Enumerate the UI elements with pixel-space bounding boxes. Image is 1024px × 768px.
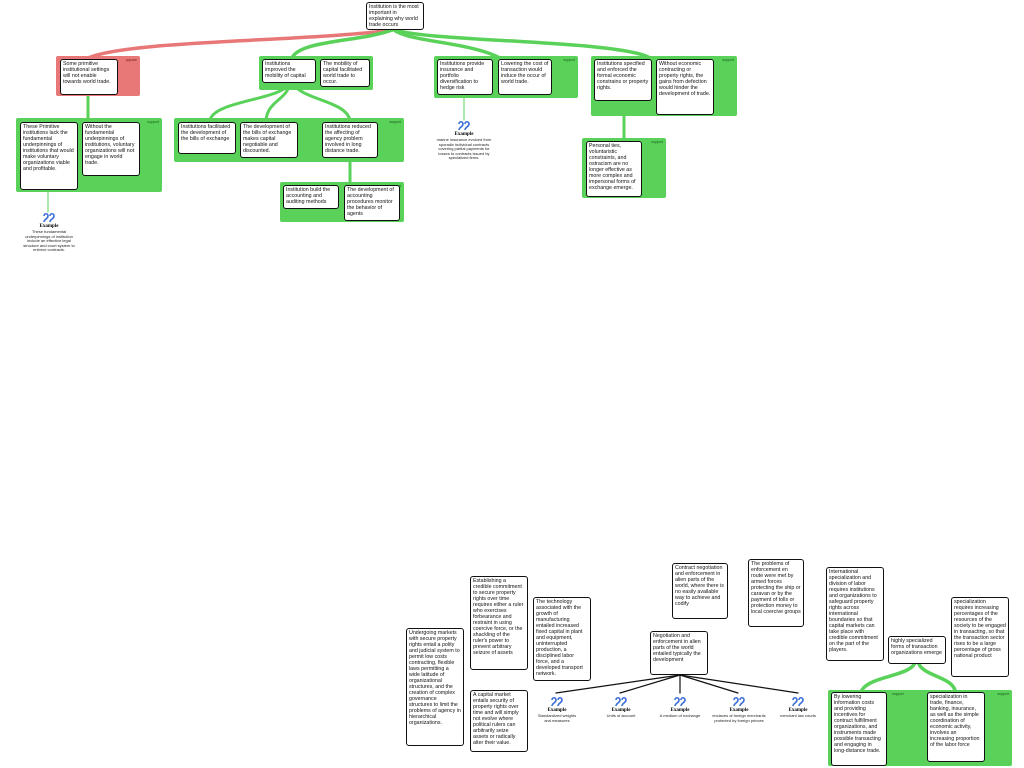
node-inst-reduced[interactable]: Institutions reduced the affecting of ag… xyxy=(322,122,378,158)
node-inst-insurance[interactable]: Institutions provide insurance and portf… xyxy=(437,59,493,95)
example-enclaves[interactable]: Example enclaves of foreign merchants pr… xyxy=(710,696,768,723)
link-neg-ex1 xyxy=(555,674,681,694)
node-spec-requires[interactable]: specialization requires increasing perce… xyxy=(951,597,1009,677)
support-label: support xyxy=(892,692,904,696)
example-text: enclaves of foreign merchants protected … xyxy=(712,713,766,723)
node-problems[interactable]: The problems of enforcement en route wer… xyxy=(748,559,804,627)
link-root-some-primitive xyxy=(86,28,394,60)
node-bills-dev[interactable]: The development of the bills of exchange… xyxy=(240,122,298,158)
node-lowering[interactable]: Lowering the cost of transaction would i… xyxy=(498,59,552,95)
node-technology[interactable]: The technology associated with the growt… xyxy=(533,597,591,681)
link-root-specified xyxy=(394,28,652,60)
example-title: Example xyxy=(670,708,690,713)
node-inst-specified[interactable]: Institutions specified and enforced the … xyxy=(594,59,652,101)
oppose-label: oppose xyxy=(125,58,137,62)
support-label: support xyxy=(997,692,1009,696)
example-icon xyxy=(674,696,686,707)
node-undergoing[interactable]: Undergoing markets with secure property … xyxy=(406,628,464,746)
link-root-insurance xyxy=(392,28,502,60)
node-without-economic[interactable]: Without economic contracting or property… xyxy=(656,59,714,115)
example-title: Example xyxy=(788,708,808,713)
example-icon xyxy=(43,212,55,223)
example-icon xyxy=(458,120,470,131)
example-law-courts[interactable]: Example merchant law courts xyxy=(772,696,824,719)
example-icon xyxy=(733,696,745,707)
example-title: Example xyxy=(547,708,567,713)
example-insurance[interactable]: Example marine insurance evolved from sp… xyxy=(436,120,492,161)
node-without-fundamental[interactable]: Without the fundamental underpinnings of… xyxy=(82,122,140,176)
node-international[interactable]: International specialization and divisio… xyxy=(826,567,884,661)
link-highly-bylowering xyxy=(860,660,917,692)
node-negotiation[interactable]: Negotiation and enforcement in alien par… xyxy=(650,631,708,675)
link-root-inst-improved xyxy=(290,28,394,60)
support-label: support xyxy=(563,58,575,62)
link-neg-ex4 xyxy=(679,674,739,694)
example-text: merchant law courts xyxy=(780,713,816,718)
example-primitive[interactable]: Example These fundamental underpinnings … xyxy=(22,212,76,253)
node-these-primitive[interactable]: These Primitive institutions lack the fu… xyxy=(20,122,78,190)
link-neg-ex2 xyxy=(619,674,681,694)
example-units[interactable]: Example Units of account xyxy=(598,696,644,719)
node-inst-improved[interactable]: Institutions improved the mobility of ca… xyxy=(262,59,316,83)
node-some-primitive[interactable]: Some primitive institutional settings wi… xyxy=(60,59,118,95)
support-label: support xyxy=(651,140,663,144)
node-establishing[interactable]: Establishing a credible commitment to se… xyxy=(470,576,528,670)
example-icon xyxy=(551,696,563,707)
node-spec-in-trade[interactable]: specialization in trade, finance, bankin… xyxy=(927,692,985,762)
example-title: Example xyxy=(454,132,474,137)
example-title: Example xyxy=(729,708,749,713)
example-title: Example xyxy=(611,708,631,713)
root-claim[interactable]: Institution is the most important in exp… xyxy=(366,2,424,30)
example-weights[interactable]: Example Standardized weights and measure… xyxy=(534,696,580,723)
node-proc-dev[interactable]: The development of accounting procedures… xyxy=(344,185,400,221)
node-inst-build[interactable]: Institution build the accounting and aud… xyxy=(283,185,339,209)
node-by-lowering[interactable]: By lowering information costs and provid… xyxy=(831,692,887,766)
node-mobility-facilitated[interactable]: The mobility of capital facilitated worl… xyxy=(320,59,370,87)
link-neg-ex5 xyxy=(679,674,799,694)
example-medium[interactable]: Example A medium of exchange xyxy=(652,696,708,719)
node-capital-market[interactable]: A capital market entails security of pro… xyxy=(470,690,528,752)
node-personal-ties[interactable]: Personal ties, voluntaristic constraints… xyxy=(586,141,642,197)
example-icon xyxy=(615,696,627,707)
support-label: support xyxy=(147,120,159,124)
node-highly[interactable]: highly specialized forms of transaction … xyxy=(888,636,946,664)
example-text: A medium of exchange xyxy=(659,713,701,718)
example-text: Standardized weights and measures xyxy=(537,713,577,723)
node-contract[interactable]: Contract negotiation and enforcement in … xyxy=(672,563,728,619)
example-text: Units of account xyxy=(606,713,636,718)
example-icon xyxy=(792,696,804,707)
link-highly-spec xyxy=(916,660,957,692)
example-title: Example xyxy=(39,224,59,229)
support-label: support xyxy=(722,58,734,62)
example-text: These fundamental underpinnings of insti… xyxy=(23,229,75,253)
node-inst-facilitated[interactable]: Institutions facilitated the development… xyxy=(178,122,236,154)
example-text: marine insurance evolved from sporadic i… xyxy=(436,137,492,161)
support-label: support xyxy=(389,120,401,124)
